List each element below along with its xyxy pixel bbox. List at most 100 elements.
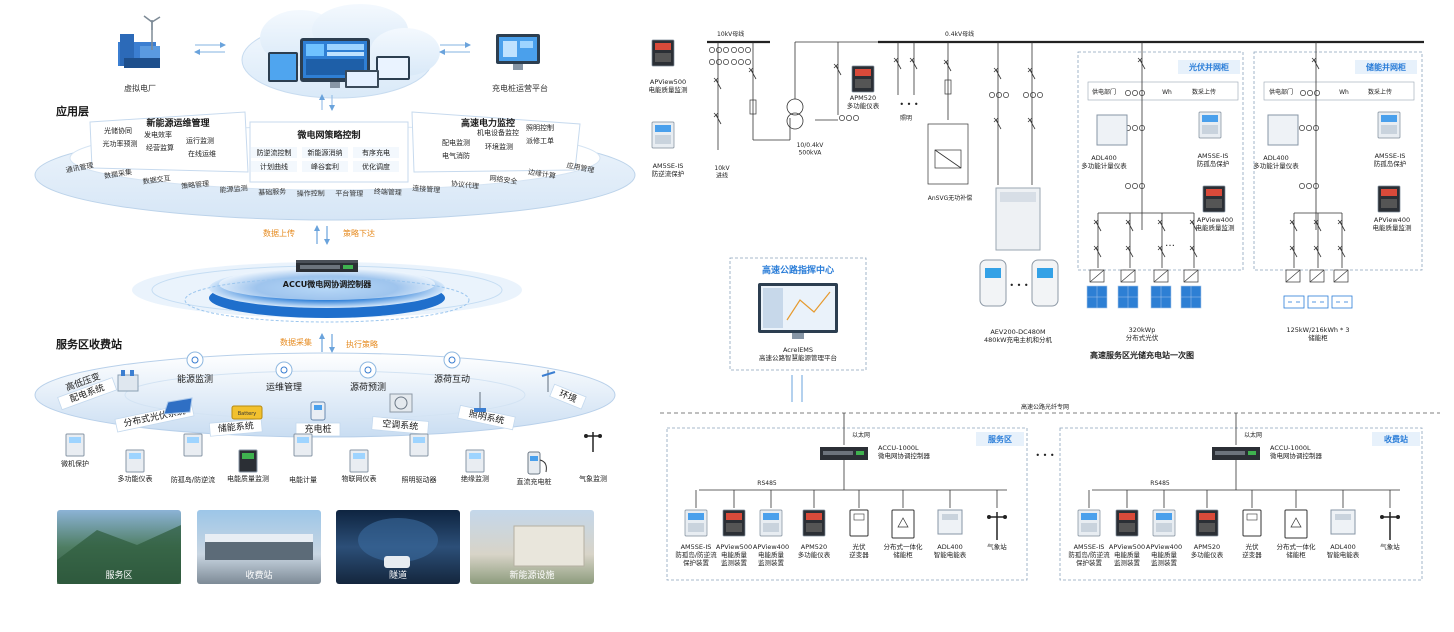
station-system-text: 空调系统: [382, 417, 419, 432]
inverter-icon: [1242, 509, 1262, 537]
switch-icon: [1337, 219, 1346, 232]
current-transformer-icon: [731, 59, 751, 65]
field-device-label-line: 监测装置: [721, 558, 748, 567]
device-icon: [293, 433, 313, 457]
ring-service-text: 协议代理: [450, 179, 479, 191]
ring-service-item: 策略管理: [181, 179, 210, 191]
device-label: 绝缘监测: [461, 474, 489, 483]
field-device-label-line: 防孤岛/防逆流: [1068, 550, 1110, 559]
field-device-label-line: 电能质量: [1151, 550, 1178, 559]
current-transformer-icon: [1300, 90, 1320, 96]
device-label-line: 微机保护: [61, 459, 89, 468]
lighting-icon: [474, 392, 486, 412]
field-device-label-line: 保护装置: [683, 558, 710, 567]
collect-arrows-icon: [319, 333, 335, 353]
data-up-label: 数采上传: [1368, 88, 1392, 96]
shape: [729, 257, 867, 371]
ellipsis-dots-line: • • •: [1035, 451, 1054, 460]
am5se-top-label-line: AM5SE-IS: [653, 162, 684, 170]
battery-icon: Battery: [231, 405, 263, 420]
switch-icon: [1313, 245, 1322, 258]
field-device-label-line: 逆变器: [1242, 550, 1262, 559]
field-device-label-line: 监测装置: [758, 558, 785, 567]
station-box-title: 服务区: [988, 434, 1012, 444]
field-device-label-line: 监测装置: [1151, 558, 1178, 567]
adl400-icon: [1096, 114, 1128, 146]
hv-item-line: 照明控制: [526, 123, 554, 132]
apm520-label-line: 多功能仪表: [847, 101, 880, 110]
switch-icon: [993, 67, 1002, 80]
transformer-icon: [117, 370, 139, 392]
ring-service-item: 基础服务: [258, 187, 286, 197]
ring-service-text: 能源监测: [219, 183, 248, 194]
renew-item: 发电效率: [144, 130, 172, 139]
ems-center-title-line: 高速公路指挥中心: [762, 264, 834, 276]
switch-icon: [1313, 219, 1322, 232]
charger-cabinet-icon: [995, 187, 1041, 251]
am5se-island-icon: [1198, 111, 1222, 139]
controller-device-icon: [296, 260, 358, 272]
transformer-icon: [786, 98, 804, 116]
hv-item-line: 机电设备监控: [477, 128, 519, 137]
hv-monitor-title: 高速电力监控: [461, 117, 515, 129]
field-device-label-line: APView400: [753, 543, 789, 551]
photo-tile: 服务区: [57, 510, 181, 584]
ess-capacity-label-line: 125kW/216kWh * 3: [1286, 326, 1349, 334]
station-top-item: 源荷预测: [350, 382, 386, 393]
switch-icon: [943, 59, 952, 72]
ansvg-label-line: AnSVG无功补偿: [928, 194, 972, 202]
inverter-icon: [849, 509, 869, 537]
bus-04kv-label: 0.4kV母线: [945, 30, 974, 38]
ems-monitor-icon: [758, 283, 838, 339]
current-transformer-icon: [1023, 92, 1043, 98]
field-device-label-line: 分布式一体化: [884, 542, 924, 551]
station-box-title-line: 服务区: [988, 434, 1012, 444]
adl400-label-line: ADL400: [1091, 154, 1116, 162]
pv-cabinet-title-line: 光伏并网柜: [1188, 62, 1229, 72]
switch-icon: [1137, 57, 1146, 70]
ansvg-label: AnSVG无功补偿: [928, 194, 972, 202]
field-device-label-line: APM520: [1194, 543, 1220, 551]
photo-label: 收费站: [245, 569, 272, 581]
switch-icon: [1125, 245, 1134, 258]
renew-item: 运行监测: [186, 136, 214, 145]
apm520-icon: [851, 65, 875, 93]
field-meter-icon: [1077, 509, 1101, 537]
device-label-line: 电能质量监测: [227, 474, 269, 483]
station-top-icon: [443, 351, 461, 369]
station-box-title-line: 收费站: [1384, 434, 1408, 444]
device-label-line: 防孤岛/防逆流: [171, 475, 215, 484]
field-device-label-line: 保护装置: [1076, 558, 1103, 567]
mg-strategy-item: 防逆流控制: [257, 148, 292, 157]
station-system: 环境: [549, 383, 587, 410]
field-device-label-line: 电能质量: [721, 550, 748, 559]
charger-label-line: 480kW充电主机和分机: [984, 335, 1053, 344]
upload-label: 数据上传: [263, 228, 295, 238]
mg-strategy-item-line: 峰谷套利: [311, 162, 339, 171]
ess-cabinet-icon: [1284, 509, 1308, 539]
pv-string-icon: [1180, 269, 1202, 309]
hv-item: 机电设备监控: [477, 128, 519, 137]
device-label: 微机保护: [61, 459, 89, 468]
station-ring-systems: 高低压变配电系统分布式光伏系统储能系统充电桩空调系统照明系统环境Battery: [57, 370, 587, 437]
cloud-devices-icon: [268, 38, 410, 88]
device-icon: [349, 449, 369, 473]
field-device-label-line: 光伏: [853, 542, 867, 551]
adl400-label-line: ADL400: [1263, 154, 1288, 162]
lighting-label-line: 照明: [900, 115, 912, 122]
field-device-label-line: 智能电能表: [1327, 550, 1360, 559]
mg-item-bg: [302, 161, 348, 172]
field-device-label-line: 防孤岛/防逆流: [675, 550, 717, 559]
hv-item-line: 电气消防: [442, 151, 470, 160]
ess-unit-icon: [1283, 269, 1305, 309]
controller-label: ACCU微电网协调控制器: [283, 279, 372, 289]
renew-item-line: 光功率预测: [103, 139, 138, 148]
